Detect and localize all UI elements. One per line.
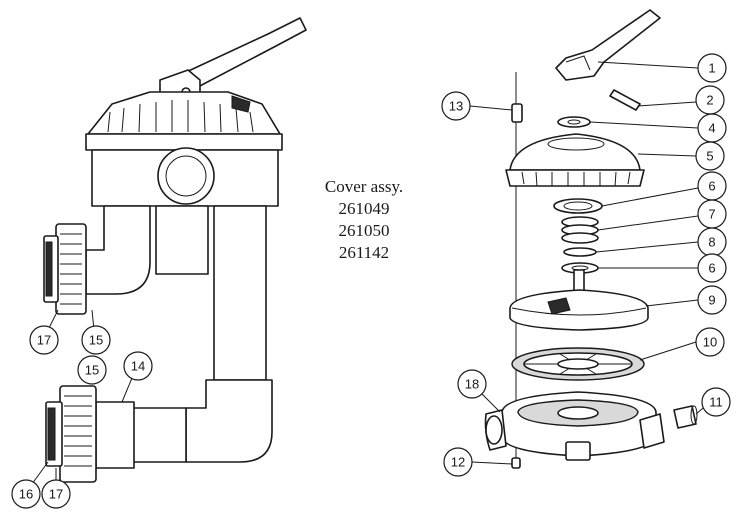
part-cover (505, 133, 645, 187)
vertical-pipe (213, 205, 267, 381)
callout-6-upper: 6 (697, 171, 727, 201)
callout-1: 1 (697, 53, 727, 83)
exploded-parts (484, 9, 698, 469)
part-rotor (509, 269, 649, 331)
callout-17-upper: 17 (29, 325, 59, 355)
valve-cover (87, 91, 281, 135)
callout-11: 11 (701, 387, 731, 417)
callout-18: 18 (457, 369, 487, 399)
svg-text:17: 17 (37, 333, 51, 348)
svg-text:6: 6 (708, 179, 715, 194)
callout-7: 7 (697, 199, 727, 229)
upper-elbow (85, 205, 151, 295)
svg-text:7: 7 (708, 207, 715, 222)
callout-6-lower: 6 (697, 253, 727, 283)
svg-text:15: 15 (85, 363, 99, 378)
callout-10: 10 (695, 327, 725, 357)
callout-14: 14 (123, 351, 153, 381)
svg-text:11: 11 (709, 395, 723, 410)
part-gasket-upper (553, 198, 603, 214)
part-number: 261142 (338, 243, 390, 262)
svg-text:1: 1 (708, 61, 715, 76)
callout-2: 2 (695, 85, 725, 115)
part-washer (557, 116, 591, 128)
part-plug (673, 405, 697, 429)
svg-text:2: 2 (706, 93, 713, 108)
callout-15-lower: 15 (77, 355, 107, 385)
svg-text:4: 4 (708, 121, 715, 136)
part-diverter-gasket (511, 347, 645, 381)
svg-text:8: 8 (708, 235, 715, 250)
part-small-pin (511, 457, 521, 469)
callout-9: 9 (697, 285, 727, 315)
upper-union (43, 223, 87, 315)
lower-elbow (185, 379, 273, 463)
part-spring (561, 216, 599, 244)
callout-16: 16 (11, 479, 41, 509)
callout-17-lower: 17 (41, 479, 71, 509)
part-screw (609, 89, 641, 111)
callout-13: 13 (441, 91, 471, 121)
svg-text:9: 9 (708, 293, 715, 308)
assembled-valve (43, 17, 307, 483)
part-o-ring (563, 247, 597, 257)
callout-15-upper: 15 (81, 325, 111, 355)
lower-union (45, 385, 97, 483)
callout-8: 8 (697, 227, 727, 257)
svg-text:17: 17 (49, 487, 63, 502)
svg-text:12: 12 (451, 455, 465, 470)
callout-5: 5 (695, 141, 725, 171)
part-pin (511, 103, 523, 123)
svg-text:10: 10 (703, 335, 717, 350)
callout-4: 4 (697, 113, 727, 143)
part-valve-body (484, 391, 665, 461)
svg-text:6: 6 (708, 261, 715, 276)
part-handle (555, 9, 661, 81)
cover-assembly-title: Cover assy. (324, 177, 404, 196)
svg-text:5: 5 (706, 149, 713, 164)
svg-text:14: 14 (131, 359, 145, 374)
callout-12: 12 (443, 447, 473, 477)
svg-text:16: 16 (19, 487, 33, 502)
part-number: 261050 (338, 221, 390, 240)
part-number: 261049 (338, 199, 390, 218)
svg-text:15: 15 (89, 333, 103, 348)
svg-text:18: 18 (465, 377, 479, 392)
svg-text:13: 13 (449, 99, 463, 114)
cover-assembly-label: Cover assy. 261049 261050 261142 (306, 176, 422, 264)
